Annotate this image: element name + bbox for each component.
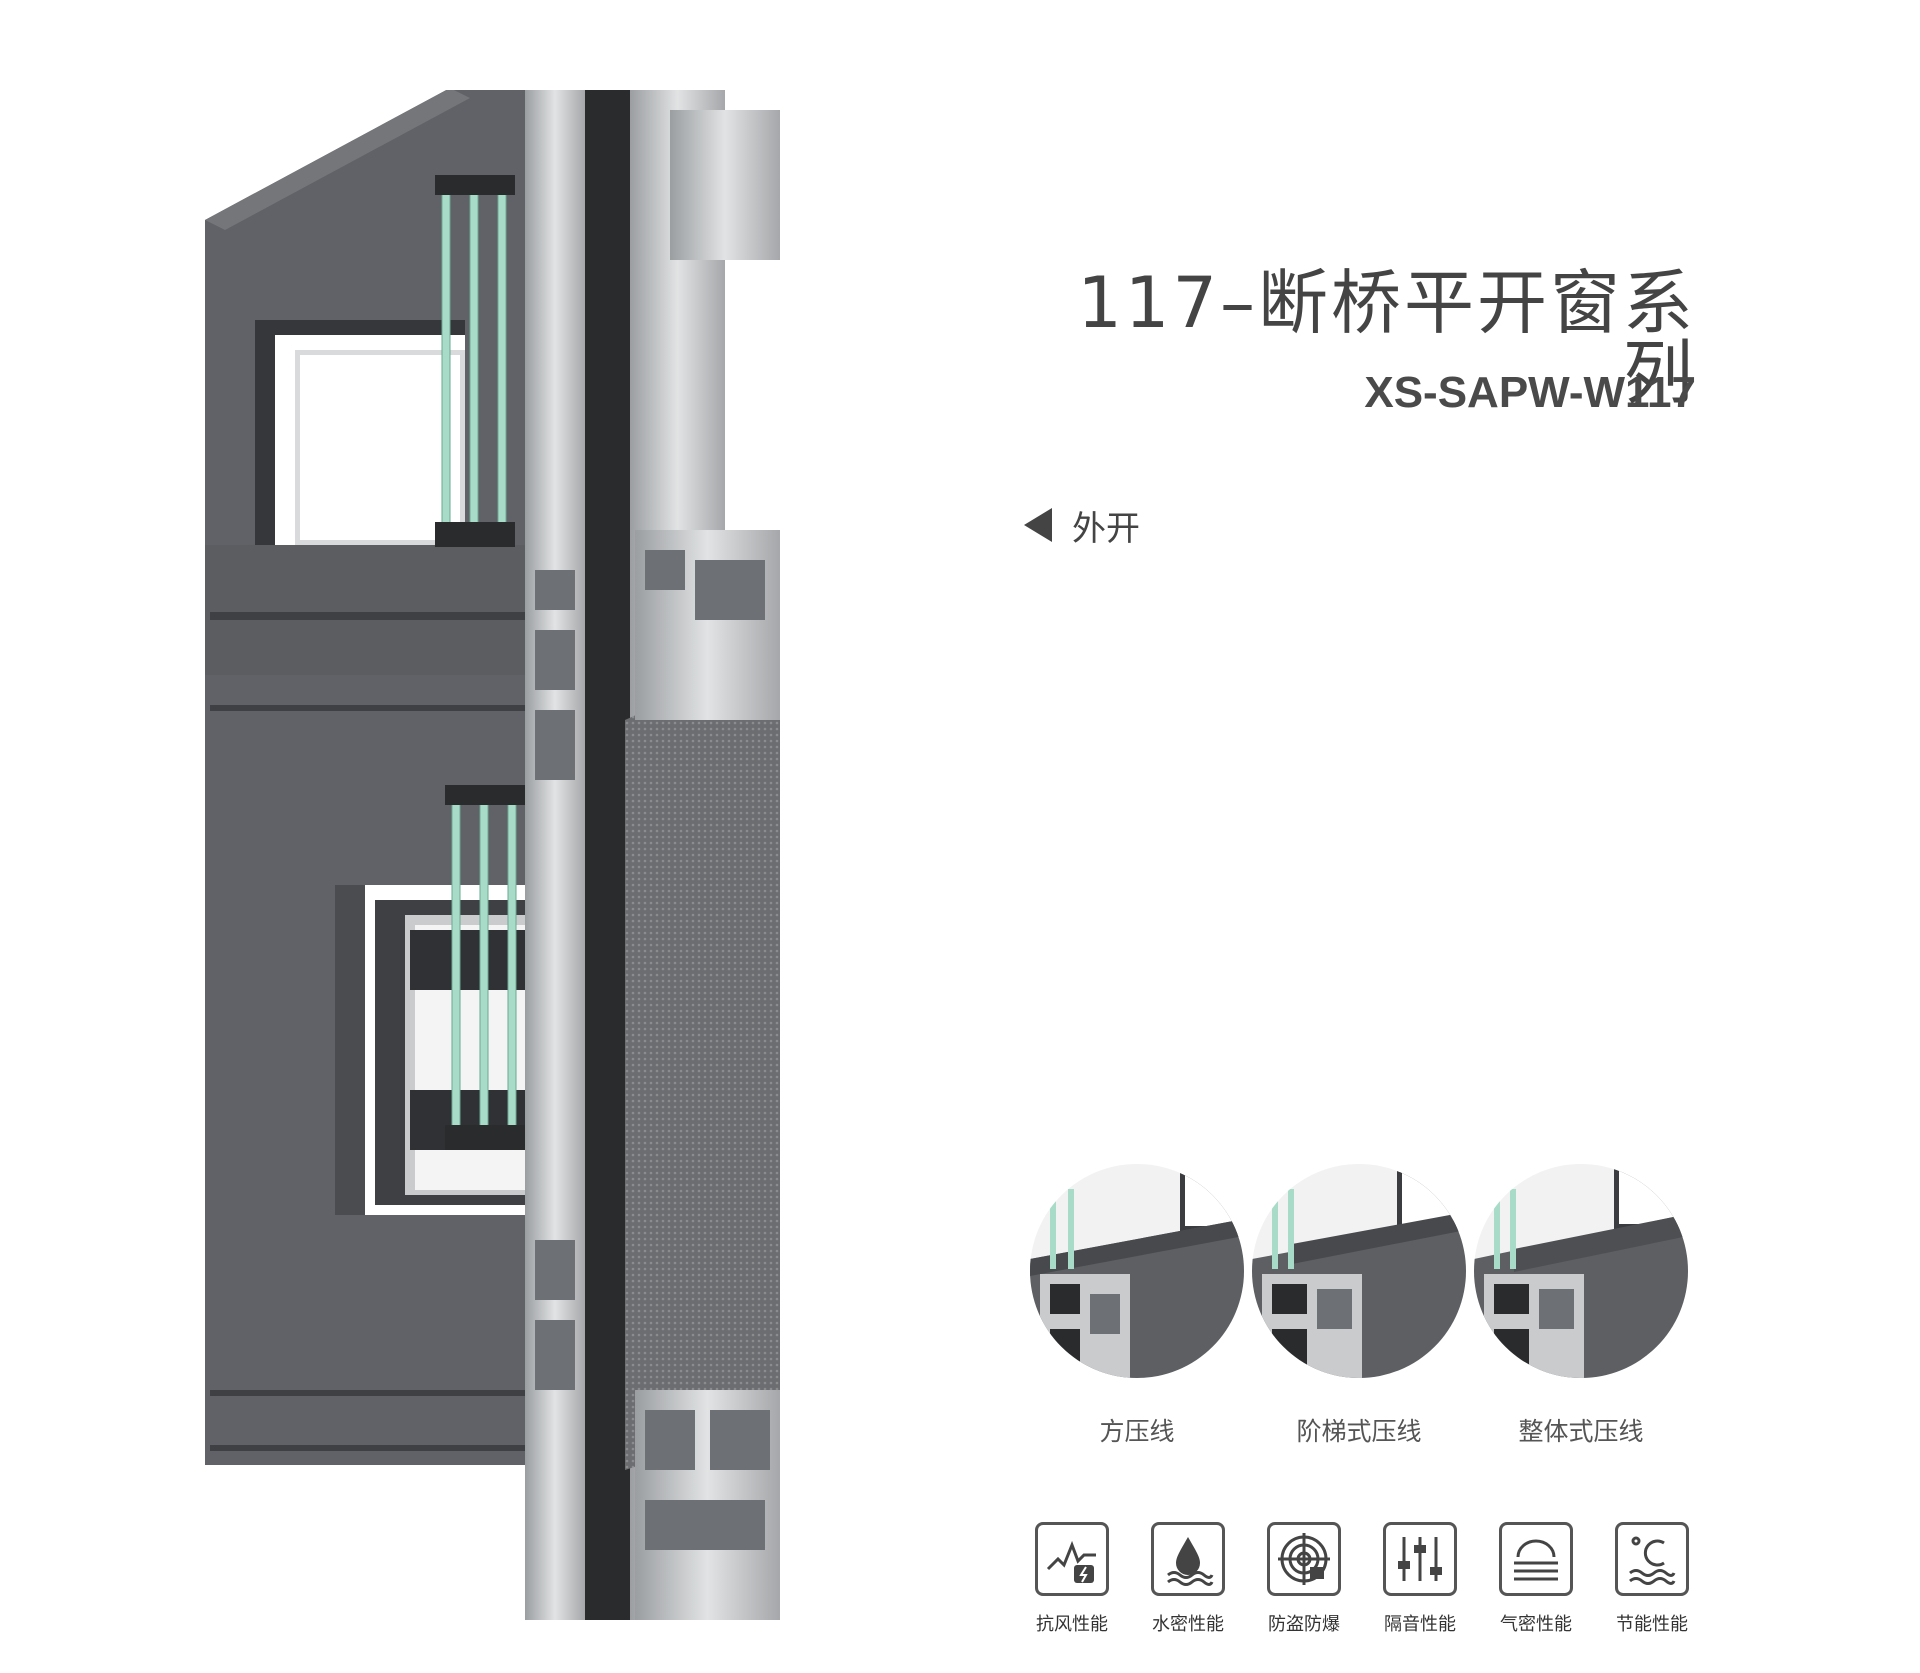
- feature-wind-resistance: 抗风性能: [1012, 1522, 1132, 1636]
- air-tightness-icon: [1499, 1522, 1573, 1596]
- product-title: 117–断桥平开窗系列: [1077, 262, 1696, 414]
- feature-energy-saving: 节能性能: [1592, 1522, 1712, 1636]
- anti-theft-icon: [1267, 1522, 1341, 1596]
- feature-label: 水密性能: [1152, 1614, 1224, 1635]
- model-number: XS-SAPW-W117: [1364, 368, 1696, 417]
- feature-water-tightness: 水密性能: [1128, 1522, 1248, 1636]
- feature-label: 抗风性能: [1036, 1614, 1108, 1635]
- detail-square-bead: [1030, 1164, 1244, 1378]
- feature-label: 节能性能: [1616, 1614, 1688, 1635]
- detail-integral-bead: [1474, 1164, 1688, 1378]
- feature-label: 防盗防爆: [1268, 1614, 1340, 1635]
- energy-saving-icon: [1615, 1522, 1689, 1596]
- wind-resistance-icon: [1035, 1522, 1109, 1596]
- detail-label-stepped: 阶梯式压线: [1296, 1417, 1422, 1446]
- feature-anti-theft: 防盗防爆: [1244, 1522, 1364, 1636]
- window-profile-illustration: [205, 90, 780, 1620]
- sound-insulation-icon: [1383, 1522, 1457, 1596]
- feature-air-tightness: 气密性能: [1476, 1522, 1596, 1636]
- open-type-label: 外开: [1072, 508, 1140, 549]
- open-type: 外开: [1024, 502, 1140, 549]
- detail-label-square: 方压线: [1099, 1417, 1175, 1446]
- feature-label: 隔音性能: [1384, 1614, 1456, 1635]
- detail-stepped-bead: [1252, 1164, 1466, 1378]
- feature-sound-insulation: 隔音性能: [1360, 1522, 1480, 1636]
- feature-label: 气密性能: [1500, 1614, 1572, 1635]
- detail-label-integral: 整体式压线: [1518, 1417, 1644, 1446]
- left-triangle-icon: [1024, 508, 1052, 542]
- water-tightness-icon: [1151, 1522, 1225, 1596]
